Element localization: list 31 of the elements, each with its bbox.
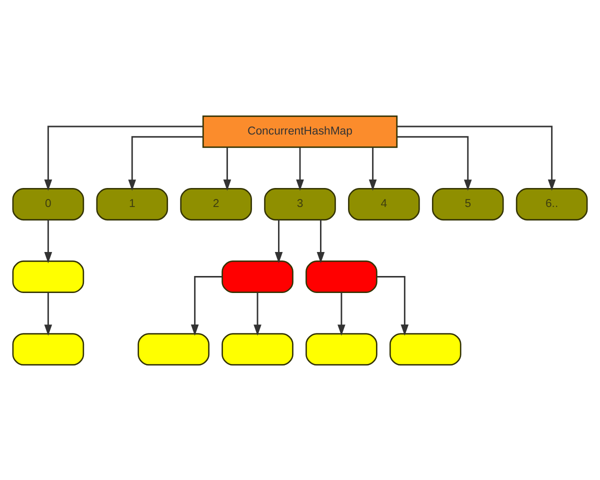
arrow: [296, 146, 304, 190]
node-box: ConcurrentHashMap: [202, 114, 398, 148]
node-box: 0: [12, 188, 84, 220]
arrow: [44, 292, 52, 336]
arrow: [190, 276, 222, 336]
arrow: [44, 125, 203, 190]
node-box: [306, 260, 378, 292]
arrow: [397, 125, 556, 190]
arrow: [338, 292, 346, 336]
arrow: [44, 219, 52, 263]
node-box: 5: [432, 188, 504, 220]
node-box: [222, 260, 294, 292]
arrow: [128, 136, 203, 190]
arrow: [368, 146, 377, 190]
arrow: [316, 219, 325, 263]
node-box: 4: [348, 188, 420, 220]
node-box: [222, 332, 294, 366]
node-box: 2: [180, 188, 252, 220]
arrow: [274, 219, 283, 263]
node-box: 1: [96, 188, 168, 220]
node-box: [12, 260, 84, 292]
node-box: [389, 332, 462, 366]
node-box: 3: [264, 188, 336, 220]
node-box: [138, 332, 210, 366]
node-box: [12, 332, 84, 366]
arrow: [397, 136, 472, 190]
arrow: [254, 292, 262, 336]
arrow: [376, 276, 409, 336]
node-box: [306, 332, 378, 366]
arrow: [223, 146, 232, 190]
node-box: 6..: [516, 188, 588, 220]
